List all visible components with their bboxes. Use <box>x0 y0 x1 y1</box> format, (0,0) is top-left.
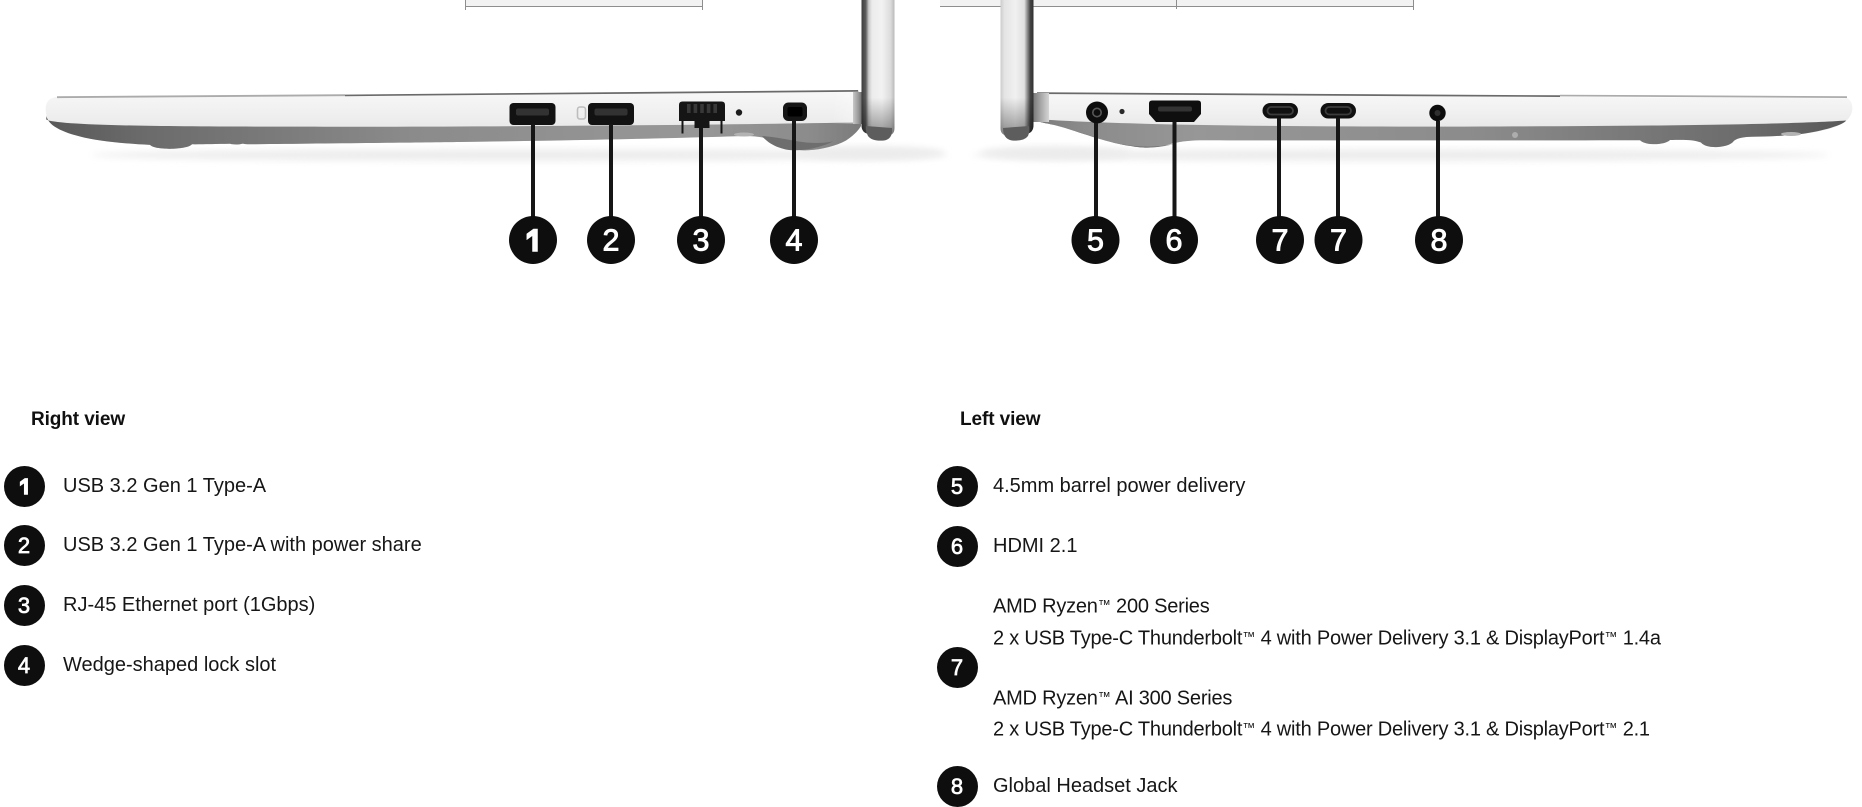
svg-text:6: 6 <box>1166 224 1183 258</box>
svg-text:8: 8 <box>1431 224 1448 258</box>
svg-text:5: 5 <box>1087 224 1104 258</box>
svg-text:4: 4 <box>786 224 803 258</box>
svg-text:2: 2 <box>603 224 620 258</box>
svg-text:7: 7 <box>1272 224 1289 258</box>
svg-text:3: 3 <box>693 224 710 258</box>
svg-text:7: 7 <box>1330 224 1347 258</box>
